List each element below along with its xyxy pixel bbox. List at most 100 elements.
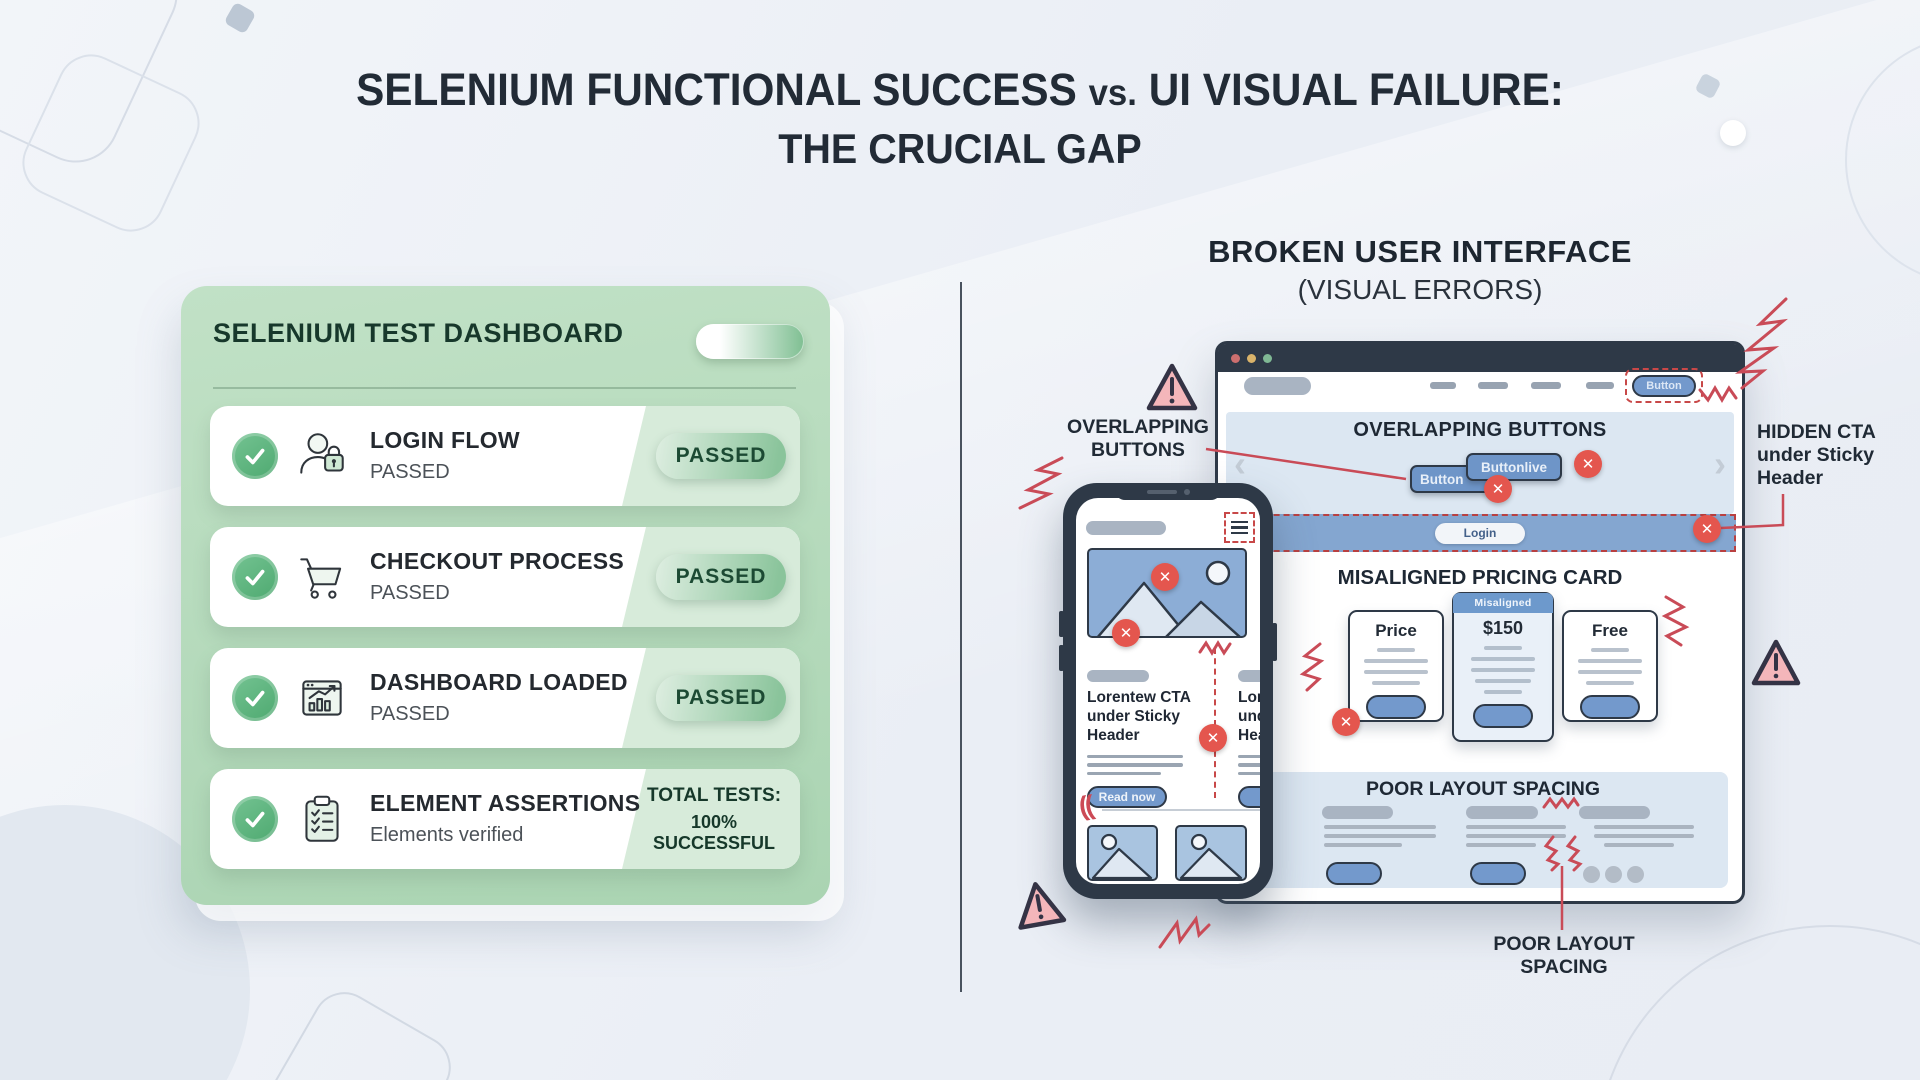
- text-placeholder: [1364, 659, 1428, 663]
- broken-ui-heading: BROKEN USER INTERFACE: [1208, 234, 1632, 269]
- selenium-test-dashboard-panel: SELENIUM TEST DASHBOARD LOGIN FLOW: [181, 286, 830, 905]
- test-row-dashboard-loaded: DASHBOARD LOADED PASSED PASSED: [210, 648, 800, 748]
- text-placeholder: [1466, 825, 1566, 829]
- test-name: LOGIN FLOW: [370, 427, 520, 453]
- site-logo-placeholder: [1244, 377, 1311, 395]
- dashboard-chart-icon: [290, 666, 354, 730]
- phone-power-button: [1272, 623, 1277, 661]
- row-text: LOGIN FLOW PASSED: [370, 427, 520, 484]
- test-name: CHECKOUT PROCESS: [370, 548, 624, 574]
- text-placeholder: [1471, 657, 1535, 661]
- vertical-divider: [960, 282, 962, 992]
- row-accent: [622, 769, 800, 869]
- status-badge: PASSED: [656, 675, 786, 721]
- text-placeholder: [1484, 690, 1522, 694]
- test-row-element-assertions: ELEMENT ASSERTIONS Elements verified TOT…: [210, 769, 800, 869]
- nav-link-placeholder[interactable]: [1531, 382, 1561, 389]
- cta-button-placeholder[interactable]: [1470, 862, 1526, 885]
- nav-link-placeholder[interactable]: [1478, 382, 1508, 389]
- carousel-left-icon[interactable]: ‹: [1234, 443, 1246, 484]
- user-lock-icon: [290, 424, 354, 488]
- nav-link-placeholder[interactable]: [1586, 382, 1614, 389]
- text-placeholder: [1475, 679, 1531, 683]
- phone-volume-button: [1059, 645, 1064, 671]
- cart-icon: [290, 545, 354, 609]
- tag-placeholder: [1087, 670, 1149, 682]
- text-placeholder: [1087, 771, 1161, 776]
- article-card-clipped: Lorentew CTA under Sticky Header: [1238, 670, 1260, 809]
- toggle-switch[interactable]: [696, 324, 804, 359]
- thumbnail-placeholder: [1087, 825, 1158, 881]
- read-now-button[interactable]: [1238, 786, 1260, 809]
- nav-button[interactable]: Button: [1632, 374, 1696, 397]
- text-placeholder: [1466, 843, 1536, 847]
- warning-triangle-icon: [1146, 363, 1198, 411]
- title-vs: vs.: [1088, 72, 1137, 113]
- text-placeholder: [1471, 668, 1535, 672]
- row-text: CHECKOUT PROCESS PASSED: [370, 548, 624, 605]
- poor-layout-spacing-label: POOR LAYOUT SPACING: [1493, 933, 1635, 978]
- text-placeholder: [1372, 681, 1420, 685]
- check-icon: [232, 433, 278, 479]
- error-zigzag: [1158, 915, 1211, 949]
- nav-link-placeholder[interactable]: [1430, 382, 1456, 389]
- pricing-card-misaligned: Misaligned $150: [1452, 592, 1554, 742]
- close-window-icon[interactable]: [1231, 353, 1240, 363]
- warning-triangle-icon: [1751, 639, 1801, 686]
- dot-placeholder: [1583, 866, 1600, 883]
- text-placeholder: [1578, 659, 1642, 663]
- card-cta-button[interactable]: [1473, 704, 1533, 728]
- text-placeholder: [1594, 825, 1694, 829]
- hero-image-placeholder: [1087, 548, 1247, 638]
- text-placeholder: [1238, 763, 1260, 767]
- hero-section: OVERLAPPING BUTTONS ‹ › Button Buttonliv…: [1226, 412, 1734, 514]
- title-line1-right: UI VISUAL FAILURE:: [1148, 64, 1564, 115]
- overlapped-button-back[interactable]: Button: [1410, 465, 1494, 493]
- thumbnail-placeholder: [1175, 825, 1247, 881]
- overlapped-button-front[interactable]: Buttonlive: [1466, 453, 1562, 481]
- heading-placeholder: [1322, 806, 1393, 819]
- error-zigzag: [1734, 297, 1788, 390]
- error-x-icon: ✕: [1112, 619, 1140, 647]
- hexagon-decoration: [223, 1, 257, 35]
- text-placeholder: [1594, 834, 1694, 838]
- hidden-cta-label: HIDDEN CTA under Sticky Header: [1757, 421, 1876, 489]
- row-text: ELEMENT ASSERTIONS Elements verified: [370, 790, 640, 847]
- hero-heading: OVERLAPPING BUTTONS: [1353, 419, 1607, 441]
- read-now-button[interactable]: Read now: [1087, 786, 1167, 809]
- divider: [1102, 809, 1260, 811]
- maximize-window-icon[interactable]: [1263, 353, 1272, 363]
- browser-titlebar: [1218, 344, 1742, 372]
- dot-placeholder: [1627, 866, 1644, 883]
- text-placeholder: [1324, 834, 1436, 838]
- status-badge: PASSED: [656, 554, 786, 600]
- title-line1-left: SELENIUM FUNCTIONAL SUCCESS: [356, 64, 1077, 115]
- check-icon: [232, 796, 278, 842]
- title-line2: THE CRUCIAL GAP: [778, 125, 1142, 172]
- pricing-heading: MISALIGNED PRICING CARD: [1337, 566, 1623, 589]
- minimize-window-icon[interactable]: [1247, 353, 1256, 363]
- heading-placeholder: [1579, 806, 1650, 819]
- card-cta-button[interactable]: [1366, 695, 1426, 719]
- text-placeholder: [1238, 771, 1260, 776]
- hamburger-menu-icon[interactable]: [1224, 512, 1255, 543]
- test-status: Elements verified: [370, 824, 524, 846]
- check-icon: [232, 675, 278, 721]
- test-status: PASSED: [370, 582, 450, 604]
- article-title: Lorentew CTA under Sticky Header: [1087, 689, 1191, 744]
- sticky-header: Login: [1224, 514, 1736, 552]
- card-cta-button[interactable]: [1580, 695, 1640, 719]
- login-button[interactable]: Login: [1435, 522, 1525, 544]
- test-name: ELEMENT ASSERTIONS: [370, 790, 641, 816]
- text-placeholder: [1087, 754, 1183, 759]
- carousel-right-icon[interactable]: ›: [1714, 443, 1726, 484]
- error-x-icon: ✕: [1693, 515, 1721, 543]
- phone-notch: [1115, 483, 1221, 500]
- total-tests-summary: TOTAL TESTS: 100% SUCCESSFUL: [628, 769, 800, 869]
- phone-mockup: Lorentew CTA under Sticky Header Read no…: [1059, 483, 1277, 899]
- total-tests-value: 100% SUCCESSFUL: [652, 811, 775, 853]
- cta-button-placeholder[interactable]: [1326, 862, 1382, 885]
- text-placeholder: [1324, 843, 1402, 847]
- error-dashed-line: [1214, 648, 1216, 798]
